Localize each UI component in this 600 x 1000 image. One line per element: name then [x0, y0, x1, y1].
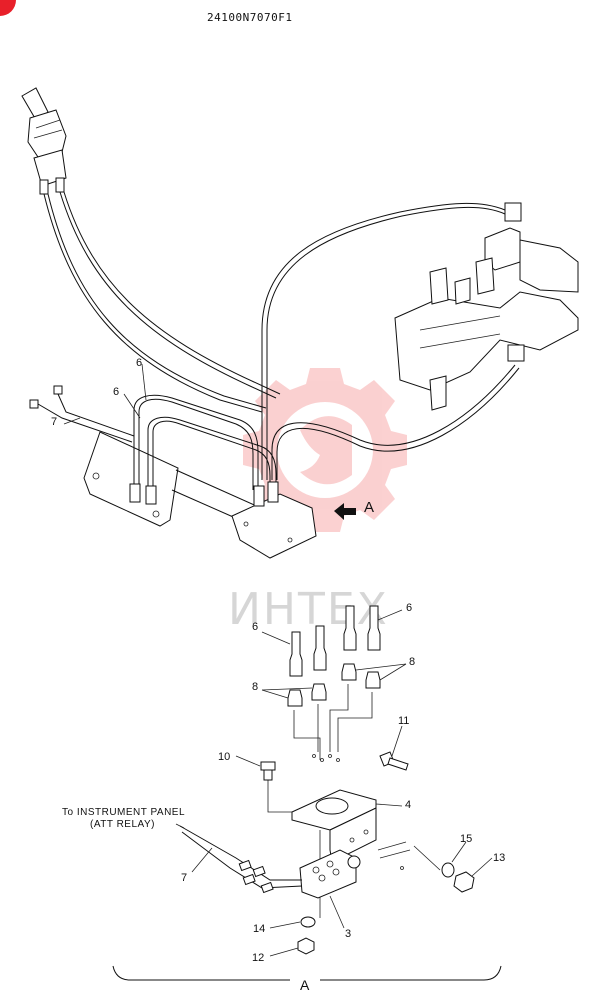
bolt-11 [379, 751, 409, 771]
filled-arrow-icon [334, 503, 356, 520]
callout-valve: 3 [345, 928, 351, 940]
control-valve-block [394, 202, 579, 411]
view-bracket [112, 965, 502, 981]
washer-15 [441, 862, 455, 878]
callout-hose-right: 6 [406, 602, 412, 614]
callout-washer-right: 15 [460, 833, 472, 845]
wire-harness-top [29, 385, 135, 443]
joystick-lever [21, 87, 67, 195]
corner-marker [0, 0, 16, 16]
watermark-brand: ИНТЕХ [228, 584, 389, 635]
callout-bolt-right: 11 [398, 715, 409, 727]
exploded-hoses [289, 605, 381, 677]
nut-13 [453, 871, 475, 893]
bracket-4 [291, 789, 377, 863]
joystick-hoses [43, 191, 281, 413]
washer-14 [300, 916, 316, 928]
gear-logo-icon [243, 368, 407, 532]
leader-lines-top [63, 363, 147, 425]
pilot-valve-top [129, 481, 317, 559]
callout-hose-left: 6 [252, 621, 258, 633]
callout-nut-right: 13 [493, 852, 505, 864]
callout-nut-bottom: 12 [252, 952, 264, 964]
callout-fitting-left: 8 [252, 681, 258, 693]
leader-lines-detail [191, 609, 493, 957]
nut-12 [297, 937, 315, 955]
wire-harness-bottom [175, 823, 303, 894]
callout-washer-bottom: 14 [253, 923, 265, 935]
callout-hose-top-b: 6 [113, 386, 119, 398]
valve-hoses-top [261, 202, 520, 480]
callout-bracket: 4 [405, 799, 411, 811]
callout-view-arrow: A [364, 499, 374, 516]
note-line-1: To INSTRUMENT PANEL [62, 807, 185, 818]
short-hoses [133, 394, 277, 492]
shaft-line [377, 841, 441, 871]
callout-fitting-right: 8 [409, 656, 415, 668]
bolt-10 [260, 761, 276, 781]
note-line-2: (ATT RELAY) [90, 819, 155, 830]
callout-bolt-left: 10 [218, 751, 230, 763]
callout-harness-top: 7 [51, 416, 57, 428]
callout-hose-top-a: 6 [136, 357, 142, 369]
exploded-fittings [287, 663, 381, 707]
view-label: A [300, 977, 310, 993]
pilot-valve-3 [299, 849, 361, 899]
drawing-code: 24100N7070F1 [207, 11, 292, 24]
callout-harness-bottom: 7 [181, 872, 187, 884]
assembly-lines [267, 684, 373, 918]
